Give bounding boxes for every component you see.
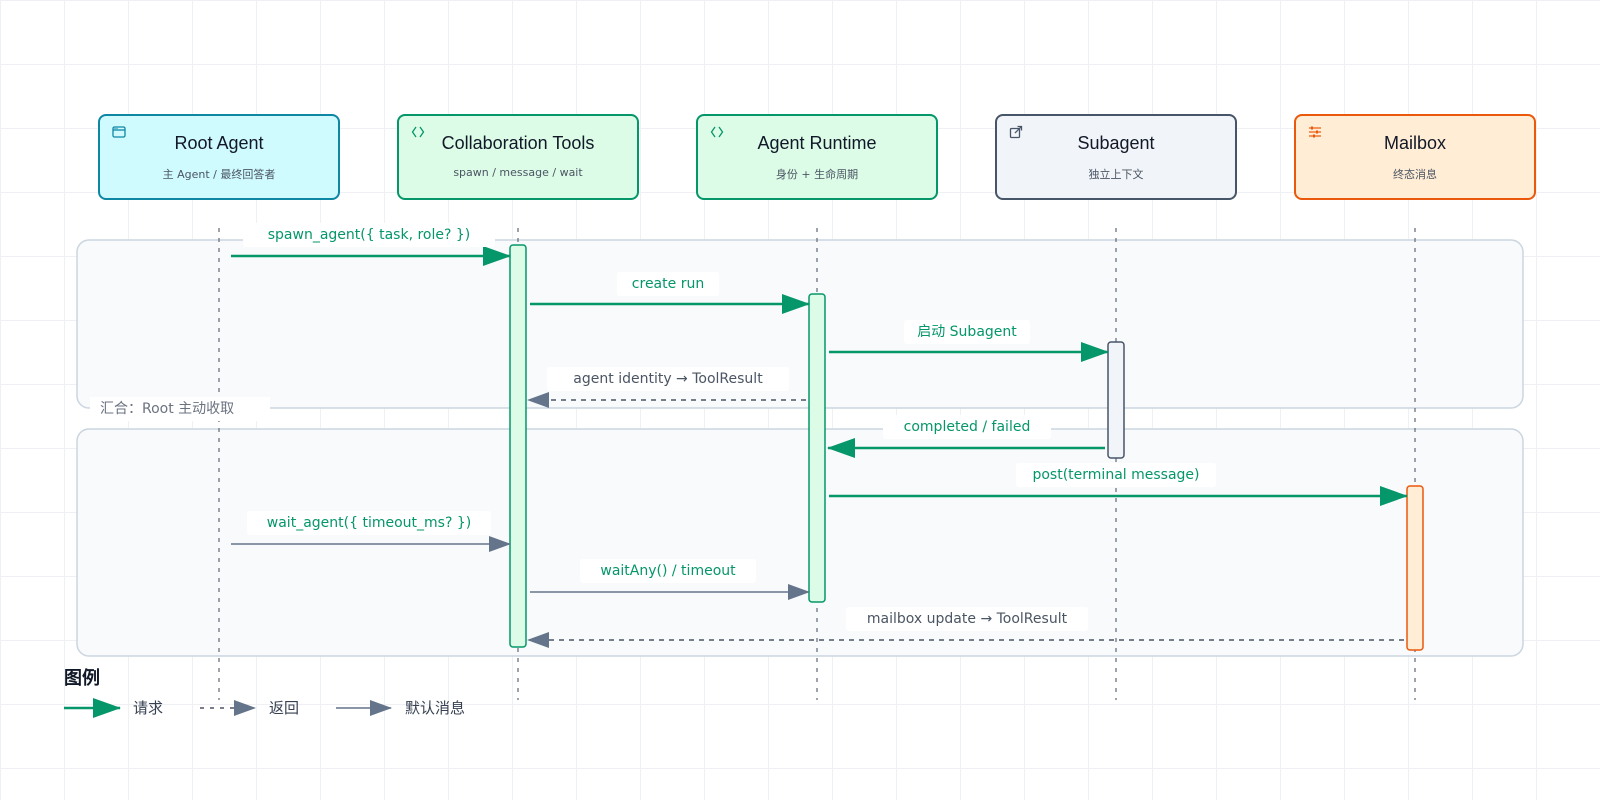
participant-agent-runtime: Agent Runtime 身份 + 生命周期 (696, 114, 938, 200)
participant-subtitle: spawn / message / wait (453, 166, 583, 179)
sliders-icon (1309, 126, 1321, 138)
activation-subagent (1107, 341, 1125, 459)
participant-subtitle: 终态消息 (1393, 168, 1437, 181)
legend-label-request: 请求 (133, 699, 164, 717)
code-icon (411, 126, 425, 138)
participant-title: Collaboration Tools (441, 133, 595, 153)
external-link-icon (1009, 125, 1023, 139)
group-frame-join (76, 428, 1524, 657)
message-label-start-subagent: 启动 Subagent (904, 320, 1030, 344)
participant-root-agent: Root Agent 主 Agent / 最终回答者 (98, 114, 340, 200)
group-frame-spawn (76, 239, 1524, 409)
participant-collaboration-tools: Collaboration Tools spawn / message / wa… (397, 114, 639, 200)
message-label-mailbox-update: mailbox update → ToolResult (846, 607, 1088, 631)
message-label-waitany: waitAny() / timeout (580, 559, 756, 583)
window-icon (112, 126, 126, 138)
message-label-spawn-agent: spawn_agent({ task, role? }) (243, 223, 495, 247)
legend-label-default: 默认消息 (405, 699, 466, 717)
participant-title: Mailbox (1383, 133, 1447, 153)
activation-runtime (808, 293, 826, 603)
message-label-agent-identity: agent identity → ToolResult (547, 367, 789, 391)
participant-subtitle: 身份 + 生命周期 (775, 168, 859, 181)
participant-subtitle: 独立上下文 (1088, 168, 1144, 181)
legend-label-return: 返回 (269, 699, 300, 717)
participant-title: Root Agent (174, 133, 264, 153)
message-label-create-run: create run (617, 272, 719, 296)
message-label-completed-failed: completed / failed (883, 415, 1051, 439)
participant-subagent: Subagent 独立上下文 (995, 114, 1237, 200)
legend-title: 图例 (64, 668, 100, 689)
participant-subtitle: 主 Agent / 最终回答者 (162, 168, 276, 181)
participant-title: Agent Runtime (757, 133, 877, 153)
group-label-join: 汇合：Root 主动收取 (90, 397, 270, 421)
message-label-wait-agent: wait_agent({ timeout_ms? }) (247, 511, 491, 535)
activation-mailbox (1406, 485, 1424, 651)
activation-tools (509, 244, 527, 648)
code-icon (710, 126, 724, 138)
message-label-post-terminal: post(terminal message) (1016, 463, 1216, 487)
participant-title: Subagent (1077, 133, 1155, 153)
participant-mailbox: Mailbox 终态消息 (1294, 114, 1536, 200)
